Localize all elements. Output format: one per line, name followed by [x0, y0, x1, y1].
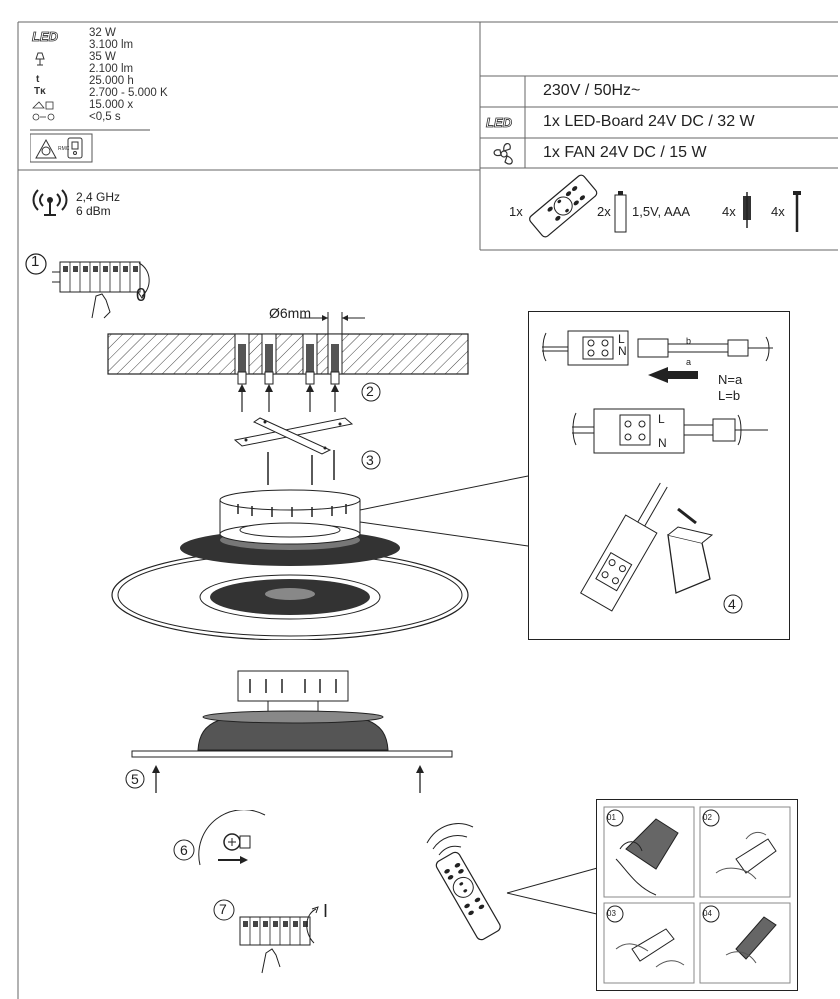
spec-lifetime: 25.000 h [89, 75, 134, 87]
terminal-N-top: N [618, 344, 627, 358]
wiring-n-label: N=a [718, 372, 743, 387]
led-icon: LED [486, 115, 513, 130]
rating-fan: 1x FAN 24V DC / 15 W [543, 144, 707, 161]
spec-color-temp: 2.700 - 5.000 K [89, 87, 168, 99]
side-view-drawing [125, 670, 453, 793]
step6-drawing [173, 810, 266, 866]
screw-icon [793, 191, 801, 232]
step5-number: 5 [131, 771, 139, 787]
wire-b-label: b [686, 336, 692, 346]
remote-step-02: 02 [703, 813, 712, 822]
rating-icons: LED [486, 115, 513, 165]
rating-led-board: 1x LED-Board 24V DC / 32 W [543, 113, 755, 130]
cert-icons: RMC [30, 129, 150, 163]
battery-panel-drawing [603, 806, 791, 984]
t-symbol: t [36, 74, 40, 85]
spec-t-lumen: 2.100 lm [89, 63, 134, 75]
callout-lines-top [359, 475, 529, 547]
screw-qty: 4x [771, 204, 785, 219]
terminal-L-top: L [618, 332, 625, 346]
remote-step-01: 01 [607, 813, 616, 822]
ceiling-drawing [107, 312, 469, 485]
dimmable-icon [35, 138, 57, 159]
spec-lamp-power: 35 W [89, 51, 116, 63]
fan-icon [493, 143, 513, 165]
wiring-l-label: L=b [718, 388, 741, 403]
start-time-icon [32, 113, 55, 121]
battery-spec: 1,5V, AAA [632, 204, 691, 219]
spec-switch-cycles: 15.000 x [89, 99, 134, 111]
antenna-icon [32, 189, 68, 216]
fan-light-drawing [111, 489, 469, 640]
remote-step-04: 04 [703, 909, 712, 918]
wiring-drawing [542, 330, 773, 614]
drill-size: Ø6mm [269, 305, 311, 321]
step4-number: 4 [728, 596, 736, 612]
step1-terminal [25, 253, 150, 319]
remote-icon [529, 174, 598, 238]
remote-qty: 1x [509, 204, 523, 219]
spec-icons: LED t Tĸ [32, 29, 59, 121]
radio-frequency: 2,4 GHz [76, 190, 121, 204]
tk-symbol: Tĸ [34, 86, 46, 97]
dowel-qty: 4x [722, 204, 736, 219]
svg-text:RMC: RMC [58, 146, 70, 152]
step1-number: 1 [31, 253, 40, 270]
spec-led-power: 32 W [89, 27, 116, 39]
battery-icon [614, 191, 627, 233]
wire-a-label: a [686, 357, 692, 367]
step7-number: 7 [219, 901, 227, 917]
led-icon: LED [32, 29, 59, 44]
step1-state: 0 [136, 285, 147, 305]
wiring-box [528, 311, 790, 640]
step2-number: 2 [366, 383, 374, 399]
battery-qty: 2x [597, 204, 611, 219]
remote-symbol-icon [67, 137, 83, 159]
terminal-N-mid: N [658, 436, 667, 450]
rating-voltage: 230V / 50Hz~ [543, 82, 641, 99]
dowel-icon [743, 192, 751, 228]
spec-block: LED t Tĸ 32 W 3.100 lm 35 W 2.100 lm 25.… [30, 27, 480, 168]
terminal-L-mid: L [658, 412, 665, 426]
step7-terminal [213, 899, 319, 974]
remote-step-03: 03 [607, 909, 616, 918]
callout-lines-bottom [506, 866, 602, 916]
step7-state: I [323, 901, 329, 921]
step6-number: 6 [180, 842, 188, 858]
radio-power: 6 dBm [76, 204, 111, 218]
step3-number: 3 [366, 452, 374, 468]
lamp-icon [35, 52, 45, 66]
spec-start-time: <0,5 s [89, 111, 121, 123]
remote-signal-drawing [426, 823, 501, 941]
switch-cycle-icon [32, 101, 54, 110]
spec-led-lumen: 3.100 lm [89, 39, 134, 51]
